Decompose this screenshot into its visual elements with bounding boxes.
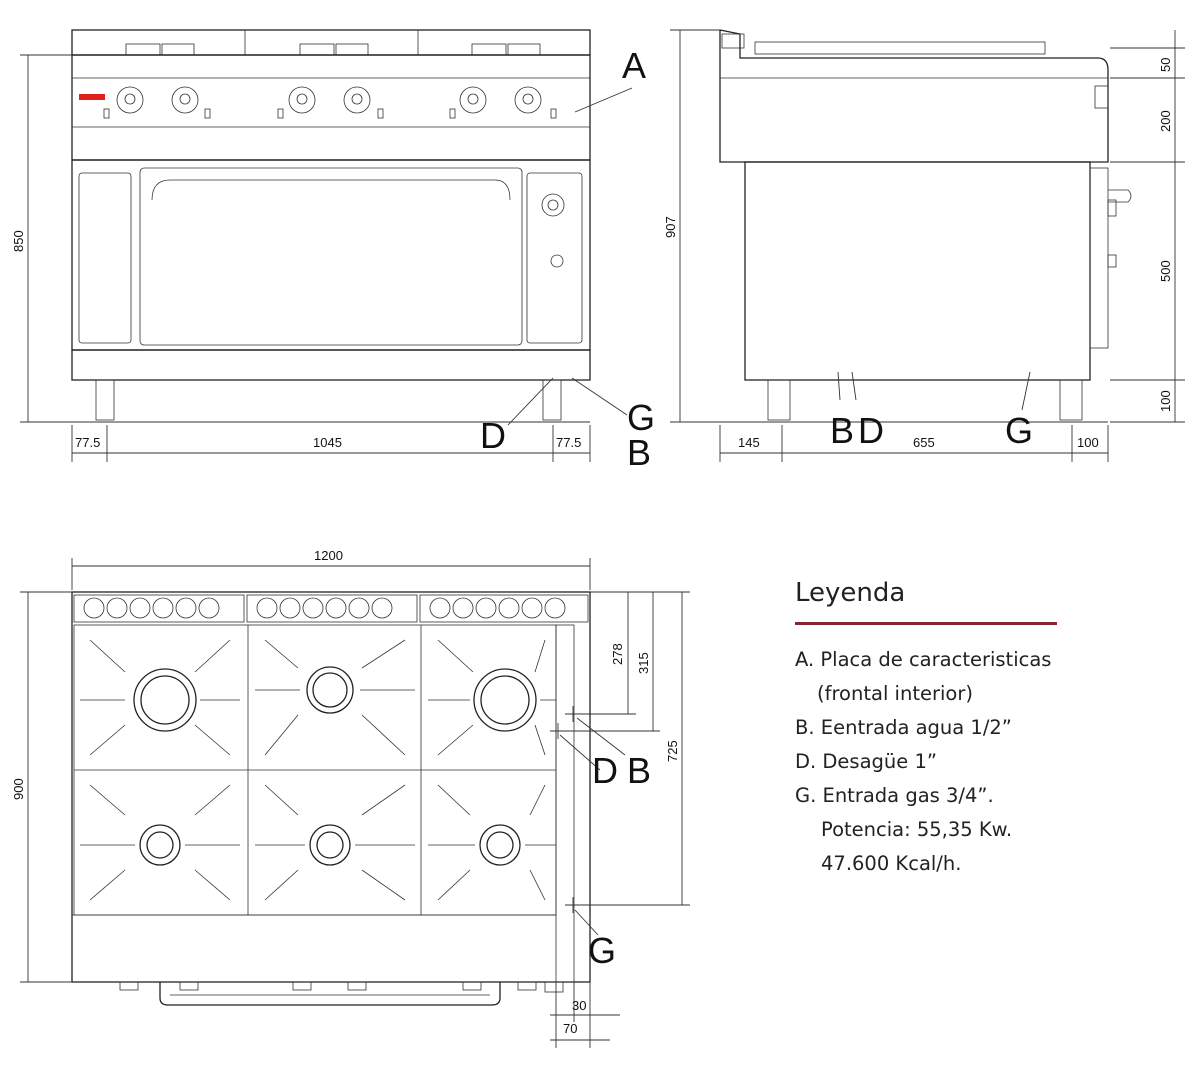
legend-divider [795,622,1057,625]
legend-item-power: Potencia: 55,35 Kw. [821,818,1013,841]
label-g-side: G [1005,410,1033,451]
top-depth-dim: 900 [11,778,26,800]
grate-bars [80,639,556,901]
top-dim-278: 278 [610,643,625,665]
front-right-leg-dim: 77.5 [556,435,581,450]
brand-logo [79,94,105,100]
legend-item-kcal: 47.600 Kcal/h. [821,852,962,875]
front-knobs [119,981,564,993]
label-b-front: B [627,432,651,473]
front-left-leg-dim: 77.5 [75,435,100,450]
legend-item-g: G. Entrada gas 3/4”. [795,784,994,807]
top-width-dim: 1200 [314,548,343,563]
burners [133,666,537,866]
label-b-side: B [830,410,854,451]
label-d-side: D [858,410,884,451]
label-d-top: D [592,750,618,791]
legend: Leyenda A. Placa de caracteristicas (fro… [795,578,1065,881]
griddle-ovals [83,597,566,619]
legend-item-a: A. Placa de caracteristicas [795,648,1052,671]
side-dim-655: 655 [913,435,935,450]
side-view: 907 50 200 500 100 145 655 100 B D G [663,29,1185,462]
front-height-dim: 850 [11,230,26,252]
side-dim-100: 100 [1158,390,1173,412]
top-dim-30: 30 [572,998,586,1013]
front-view: 850 77.5 1045 77.5 A D G B [11,29,655,473]
top-dim-315: 315 [636,652,651,674]
label-g-front: G [627,397,655,438]
burner-knobs [103,86,557,119]
side-height-dim: 907 [663,216,678,238]
side-dim-50: 50 [1158,58,1173,72]
label-a: A [622,45,646,86]
top-view: 1200 900 278 315 725 D B G 30 70 [11,548,690,1048]
side-dim-500: 500 [1158,260,1173,282]
legend-title: Leyenda [795,578,906,608]
label-b-top: B [627,750,651,791]
side-dim-145: 145 [738,435,760,450]
label-g-top: G [588,930,616,971]
front-width-dim: 1045 [313,435,342,450]
side-dim-100-bottom: 100 [1077,435,1099,450]
top-dim-725: 725 [665,740,680,762]
top-dim-70: 70 [563,1021,577,1036]
legend-item-b: B. Eentrada agua 1/2” [795,716,1012,739]
label-d-front: D [480,415,506,456]
legend-item-a-note: (frontal interior) [817,682,973,705]
legend-item-d: D. Desagüe 1” [795,750,937,773]
side-dim-200: 200 [1158,110,1173,132]
